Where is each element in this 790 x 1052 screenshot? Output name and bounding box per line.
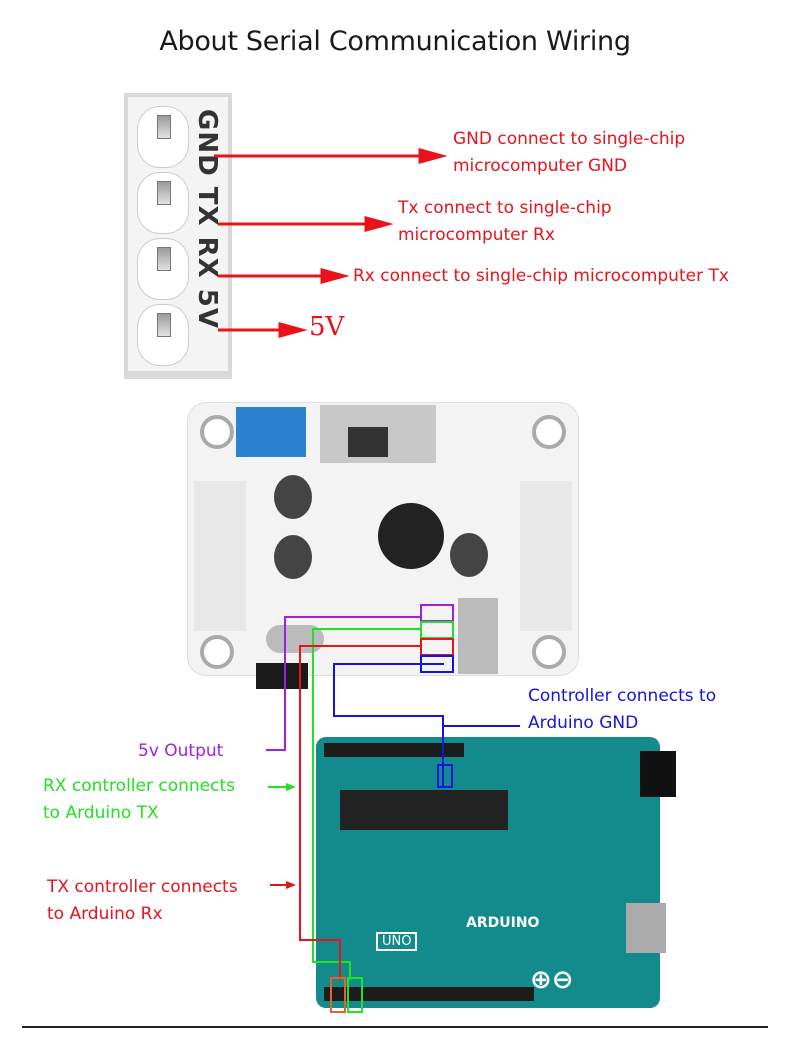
tx-annotation-line1: Tx connect to single-chip xyxy=(398,198,612,218)
pin-box-rx xyxy=(420,621,454,639)
arduino-tx-box xyxy=(347,977,363,1013)
tx-wiring-label-line2: to Arduino Rx xyxy=(47,904,163,924)
pin-label-5v: 5V xyxy=(192,288,222,329)
rx-annotation: Rx connect to single-chip microcomputer … xyxy=(353,266,729,286)
analog-header xyxy=(324,743,464,757)
tx-annotation-line2: microcomputer Rx xyxy=(398,225,555,245)
wire-5v xyxy=(266,616,420,751)
tx-wiring-label: TX controller connects to Arduino Rx xyxy=(47,874,238,928)
5v-arrowhead xyxy=(278,322,308,338)
mount-hole xyxy=(532,635,566,669)
atmega-chip xyxy=(340,790,508,830)
rx-label-arrowhead xyxy=(286,783,296,791)
buzzer xyxy=(378,503,444,569)
mount-hole xyxy=(532,415,566,449)
arduino-gnd-box xyxy=(437,764,453,788)
5v-annotation: 5V xyxy=(309,312,345,342)
tx-arrowhead xyxy=(364,216,394,232)
gnd-annotation-line1: GND connect to single-chip xyxy=(453,129,686,149)
power-terminal xyxy=(236,407,306,457)
arduino-uno-board: ⊕⊖ ARDUINO UNO xyxy=(316,737,676,1008)
pin-box-tx xyxy=(420,638,454,656)
connector-pin-gnd xyxy=(138,107,188,167)
arduino-name: ARDUINO xyxy=(466,915,540,931)
connector-pin-labels: GND TX RX 5V xyxy=(190,109,224,369)
capacitor xyxy=(274,475,312,519)
mount-hole xyxy=(200,635,234,669)
digital-header xyxy=(324,987,534,1001)
tx-label-arrowhead xyxy=(286,881,296,889)
divider xyxy=(22,1026,768,1028)
connector-arrows xyxy=(214,148,448,338)
arduino-rx-box xyxy=(330,977,346,1013)
usb-b-port xyxy=(626,903,666,953)
tx-annotation: Tx connect to single-chip microcomputer … xyxy=(398,195,612,249)
pin-label-tx: TX xyxy=(192,186,222,227)
power-switch xyxy=(320,405,436,463)
wire-gnd xyxy=(333,663,444,786)
rx-arrowhead xyxy=(320,268,350,284)
connector-pin-5v xyxy=(138,305,188,365)
page-title: About Serial Communication Wiring xyxy=(159,26,631,57)
rx-wiring-label-line2: to Arduino TX xyxy=(43,803,159,823)
rx-wiring-label-line1: RX controller connects xyxy=(43,776,235,796)
connector-pin-rx xyxy=(138,239,188,299)
connector-pin-tx xyxy=(138,173,188,233)
5v-wiring-label: 5v Output xyxy=(138,741,224,761)
mount-hole xyxy=(200,415,234,449)
pin-label-gnd: GND xyxy=(192,109,222,177)
rx-wiring-label: RX controller connects to Arduino TX xyxy=(43,773,235,827)
gnd-wiring-label-line1: Controller connects to xyxy=(528,686,717,706)
tx-wiring-label-line1: TX controller connects xyxy=(47,877,238,897)
arduino-model: UNO xyxy=(376,932,418,951)
gnd-annotation: GND connect to single-chip microcomputer… xyxy=(453,126,685,180)
pin-label-rx: RX xyxy=(192,236,222,279)
gnd-annotation-line2: microcomputer GND xyxy=(453,156,628,176)
gnd-arrowhead xyxy=(418,148,448,164)
capacitor xyxy=(450,533,488,577)
dc-jack xyxy=(640,751,676,797)
wire-rx xyxy=(312,628,420,980)
gnd-wiring-label: Controller connects to Arduino GND xyxy=(528,683,716,737)
capacitor xyxy=(274,535,312,579)
pin-box-5v xyxy=(420,604,454,622)
servo-ports-left xyxy=(194,481,246,631)
servo-ports-right xyxy=(520,481,572,631)
wire-tx xyxy=(299,645,420,980)
gnd-wiring-label-line2: Arduino GND xyxy=(528,713,639,733)
serial-connector: GND TX RX 5V xyxy=(124,93,232,379)
usb-port xyxy=(458,598,498,674)
arduino-logo-infinity: ⊕⊖ xyxy=(530,965,574,995)
